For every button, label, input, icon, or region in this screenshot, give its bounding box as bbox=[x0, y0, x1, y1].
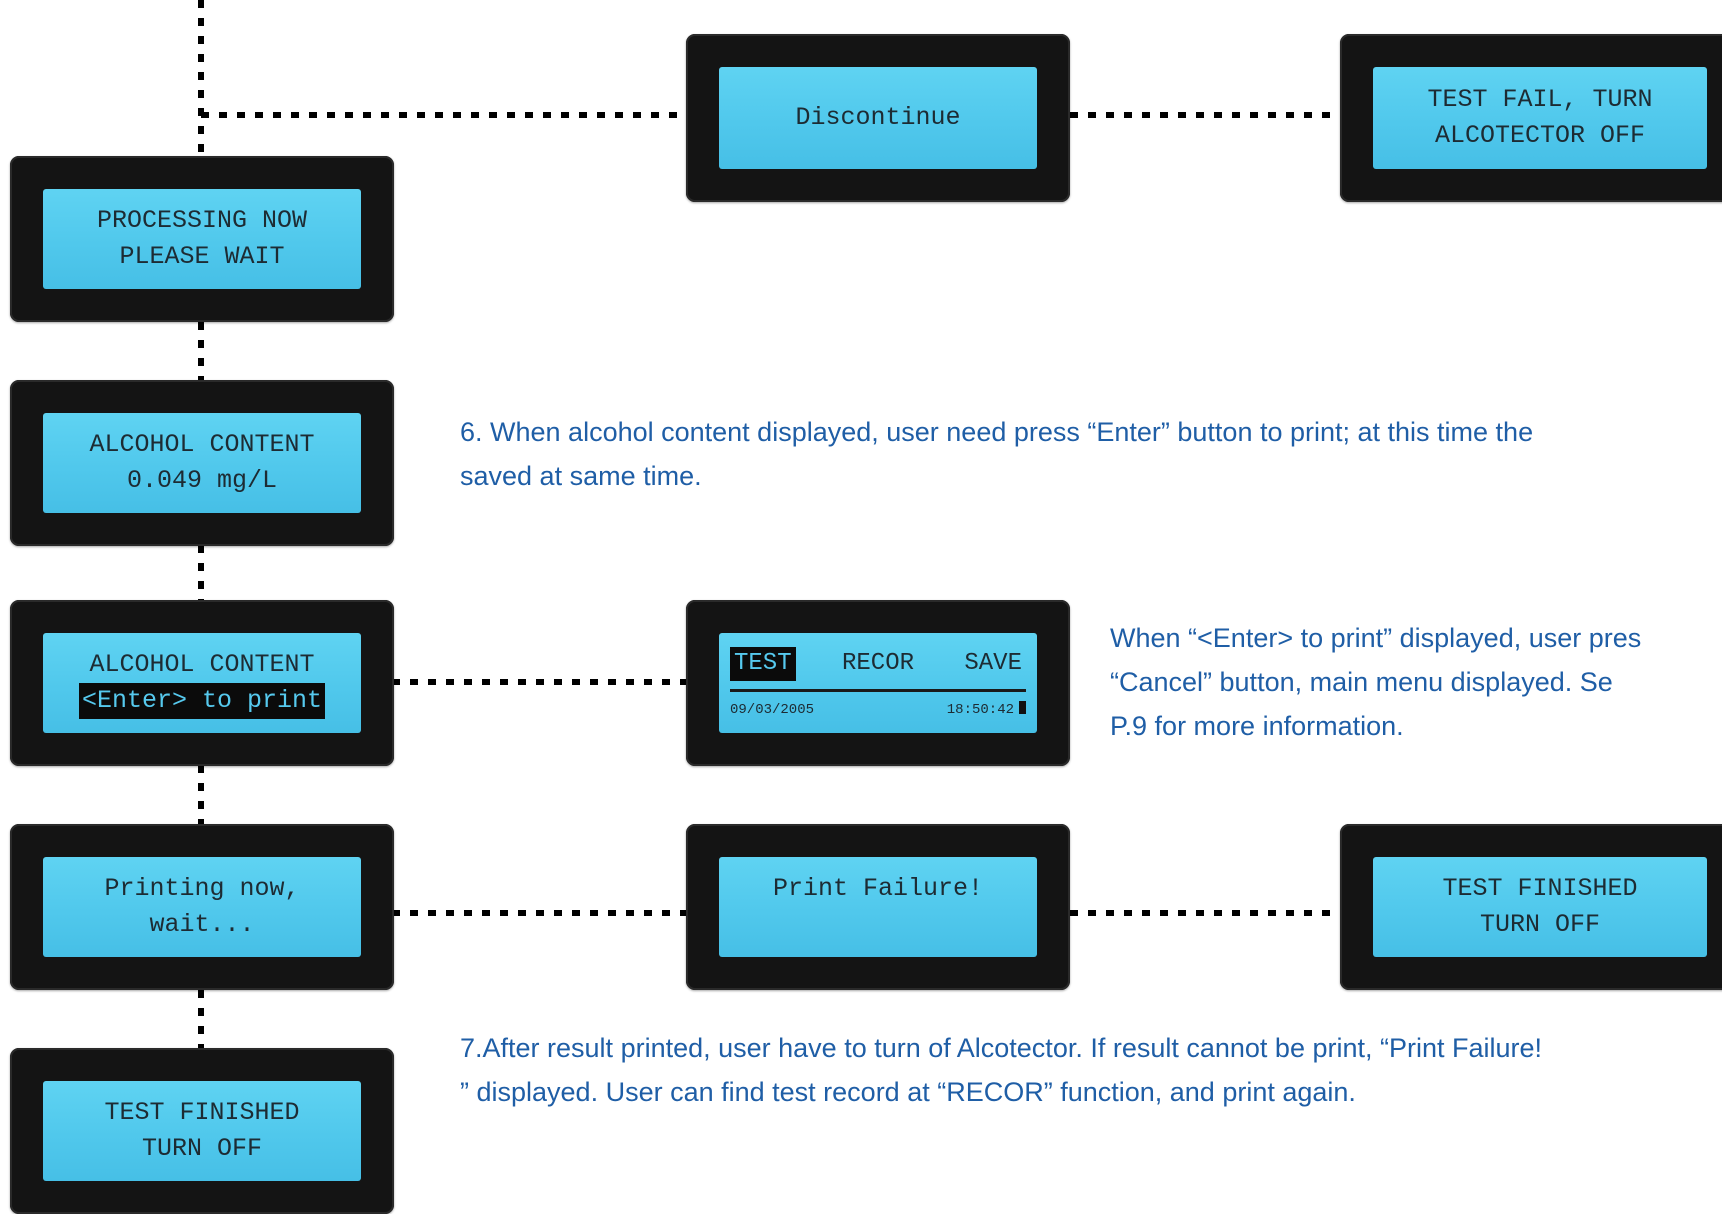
lcd-processing: PROCESSING NOW PLEASE WAIT bbox=[10, 156, 394, 322]
menu-time-wrap: 18:50:42 bbox=[947, 699, 1026, 721]
lcd-enter-to-print: ALCOHOL CONTENT <Enter> to print bbox=[10, 600, 394, 766]
lcd-text-line: TURN OFF bbox=[141, 1134, 263, 1163]
caption-line: P.9 for more information. bbox=[1110, 711, 1404, 741]
caption-step7: 7.After result printed, user have to tur… bbox=[460, 1026, 1542, 1114]
lcd-screen: TEST RECOR SAVE 09/03/2005 18:50:42 bbox=[719, 633, 1037, 733]
lcd-screen: PROCESSING NOW PLEASE WAIT bbox=[43, 189, 361, 289]
menu-item-test: TEST bbox=[730, 647, 796, 681]
lcd-text-line: TEST FAIL, TURN bbox=[1427, 85, 1653, 114]
lcd-text-line: ALCOTECTOR OFF bbox=[1434, 121, 1646, 150]
lcd-screen: Printing now, wait... bbox=[43, 857, 361, 957]
caption-line: “Cancel” button, main menu displayed. Se bbox=[1110, 667, 1613, 697]
menu-status-bar: 09/03/2005 18:50:42 bbox=[730, 699, 1026, 721]
lcd-screen: ALCOHOL CONTENT 0.049 mg/L bbox=[43, 413, 361, 513]
lcd-screen: Print Failure! bbox=[719, 857, 1037, 957]
menu-date: 09/03/2005 bbox=[730, 702, 815, 718]
lcd-text-line: TEST FINISHED bbox=[104, 1098, 300, 1127]
lcd-screen: Discontinue bbox=[719, 67, 1037, 169]
lcd-text-line: Printing now, bbox=[104, 874, 300, 903]
battery-icon bbox=[1019, 701, 1026, 714]
lcd-alcohol-content: ALCOHOL CONTENT 0.049 mg/L bbox=[10, 380, 394, 546]
menu-time: 18:50:42 bbox=[946, 702, 1014, 718]
lcd-test-fail: TEST FAIL, TURN ALCOTECTOR OFF bbox=[1340, 34, 1722, 202]
caption-line: ” displayed. User can find test record a… bbox=[460, 1077, 1356, 1107]
lcd-screen: TEST FINISHED TURN OFF bbox=[43, 1081, 361, 1181]
lcd-text-line: ALCOHOL CONTENT bbox=[89, 650, 315, 679]
caption-cancel-note: When “<Enter> to print” displayed, user … bbox=[1110, 616, 1641, 748]
lcd-text-line: wait... bbox=[149, 910, 255, 939]
caption-step6: 6. When alcohol content displayed, user … bbox=[460, 410, 1533, 498]
lcd-screen: TEST FAIL, TURN ALCOTECTOR OFF bbox=[1373, 67, 1707, 169]
lcd-discontinue: Discontinue bbox=[686, 34, 1070, 202]
menu-item-recor: RECOR bbox=[841, 650, 914, 677]
lcd-text-line: TEST FINISHED bbox=[1442, 874, 1638, 903]
lcd-text-line: 0.049 mg/L bbox=[126, 466, 278, 495]
caption-line: saved at same time. bbox=[460, 461, 702, 491]
lcd-printing: Printing now, wait... bbox=[10, 824, 394, 990]
menu-divider bbox=[730, 689, 1026, 692]
lcd-text-line: ALCOHOL CONTENT bbox=[89, 430, 315, 459]
lcd-text-line: Print Failure! bbox=[772, 874, 984, 903]
caption-line: 6. When alcohol content displayed, user … bbox=[460, 417, 1534, 447]
lcd-text-line: PLEASE WAIT bbox=[119, 242, 285, 271]
lcd-test-finished-bottom: TEST FINISHED TURN OFF bbox=[10, 1048, 394, 1214]
lcd-test-finished-right: TEST FINISHED TURN OFF bbox=[1340, 824, 1722, 990]
caption-line: 7.After result printed, user have to tur… bbox=[460, 1033, 1543, 1063]
lcd-print-failure: Print Failure! bbox=[686, 824, 1070, 990]
lcd-screen: ALCOHOL CONTENT <Enter> to print bbox=[43, 633, 361, 733]
lcd-main-menu: TEST RECOR SAVE 09/03/2005 18:50:42 bbox=[686, 600, 1070, 766]
lcd-text-line: PROCESSING NOW bbox=[96, 206, 308, 235]
menu-item-save: SAVE bbox=[964, 650, 1022, 677]
lcd-screen: TEST FINISHED TURN OFF bbox=[1373, 857, 1707, 957]
lcd-text-line-highlighted: <Enter> to print bbox=[78, 683, 326, 719]
menu-row: TEST RECOR SAVE bbox=[730, 647, 1026, 681]
lcd-text-line: Discontinue bbox=[795, 103, 961, 132]
caption-line: When “<Enter> to print” displayed, user … bbox=[1110, 623, 1642, 653]
lcd-text-line: TURN OFF bbox=[1479, 910, 1601, 939]
